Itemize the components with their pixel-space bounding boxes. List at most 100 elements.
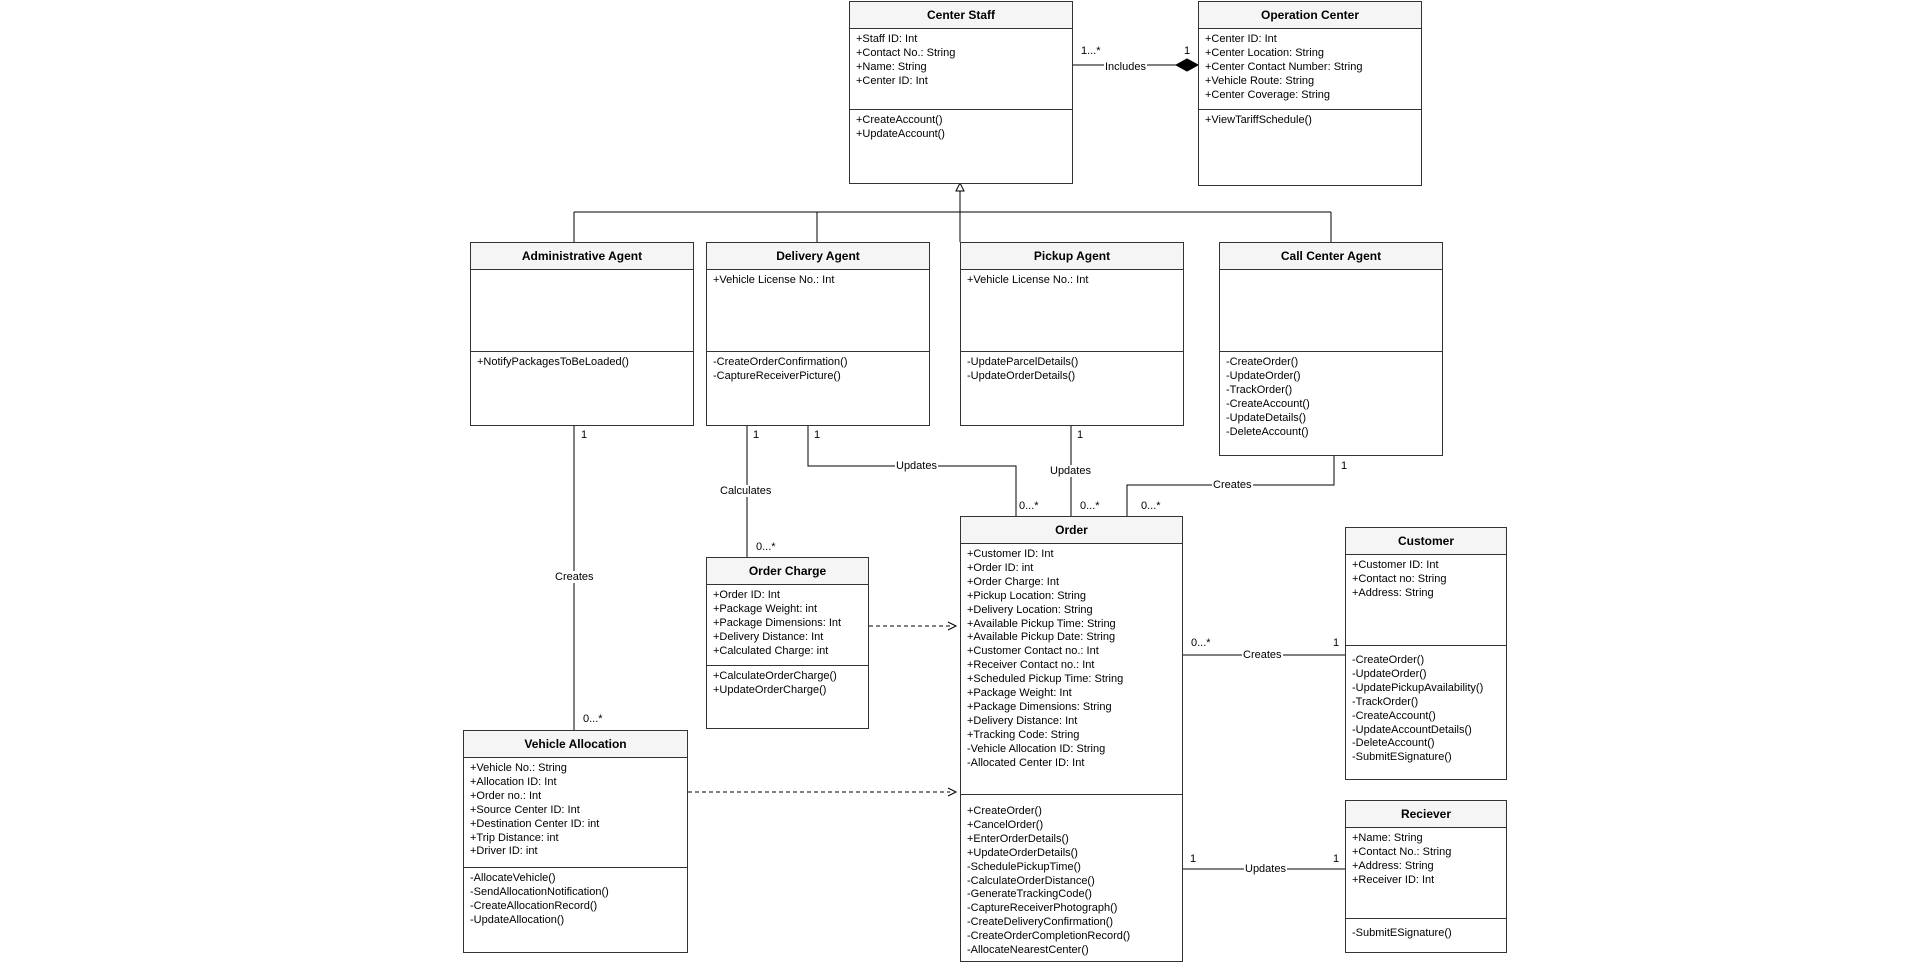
attribute: -Vehicle Allocation ID: String	[967, 742, 1106, 755]
operation: -UpdateOrderDetails()	[967, 369, 1076, 382]
class-order[interactable]: Order +Customer ID: Int +Order ID: int +…	[960, 516, 1183, 962]
operation: -UpdateOrder()	[1352, 667, 1427, 680]
operation: -UpdateAllocation()	[470, 913, 565, 926]
attribute: -Allocated Center ID: Int	[967, 756, 1085, 769]
operation: -CaptureReceiverPicture()	[713, 369, 841, 382]
association-label: Creates	[554, 571, 595, 583]
multiplicity-label: 1	[1184, 45, 1191, 57]
attribute: +Vehicle No.: String	[470, 762, 567, 774]
class-name: Vehicle Allocation	[464, 731, 687, 758]
operation: +CancelOrder()	[967, 818, 1044, 831]
multiplicity-label: 0...*	[1019, 500, 1039, 512]
attributes-compartment: +Center ID: Int +Center Location: String…	[1199, 29, 1421, 109]
operation: +CreateAccount()	[856, 114, 943, 126]
operations-compartment: -UpdateParcelDetails() -UpdateOrderDetai…	[961, 351, 1183, 384]
attributes-compartment: +Vehicle License No.: Int	[961, 270, 1183, 351]
multiplicity-label: 1	[1190, 853, 1197, 865]
operation: -TrackOrder()	[1226, 383, 1293, 396]
class-delivery-agent[interactable]: Delivery Agent +Vehicle License No.: Int…	[706, 242, 930, 426]
attribute: +Center Coverage: String	[1205, 88, 1331, 101]
attributes-compartment	[1220, 270, 1442, 351]
class-center-staff[interactable]: Center Staff +Staff ID: Int +Contact No.…	[849, 1, 1073, 184]
class-pickup-agent[interactable]: Pickup Agent +Vehicle License No.: Int -…	[960, 242, 1184, 426]
class-call-center-agent[interactable]: Call Center Agent -CreateOrder() -Update…	[1219, 242, 1443, 456]
attribute: +Delivery Distance: Int	[713, 630, 824, 643]
attribute: +Contact no: String	[1352, 572, 1447, 585]
operation: +UpdateOrderCharge()	[713, 683, 827, 696]
operation: -CreateOrderConfirmation()	[713, 356, 848, 368]
operation: -AllocateVehicle()	[470, 872, 556, 884]
attribute: +Center ID: Int	[1205, 33, 1277, 45]
association-label: Creates	[1212, 479, 1253, 491]
attribute: +Order ID: Int	[713, 589, 780, 601]
attribute: +Package Dimensions: String	[967, 700, 1112, 713]
multiplicity-label: 1	[581, 429, 588, 441]
attribute: +Receiver Contact no.: Int	[967, 659, 1095, 672]
attribute: +Package Dimensions: Int	[713, 616, 842, 629]
class-operation-center[interactable]: Operation Center +Center ID: Int +Center…	[1198, 1, 1422, 186]
association-label: Updates	[1244, 863, 1287, 875]
multiplicity-label: 0...*	[1080, 500, 1100, 512]
attribute: +Contact No.: String	[856, 46, 956, 59]
association-label: Creates	[1242, 649, 1283, 661]
association-label: Calculates	[719, 485, 773, 497]
multiplicity-label: 1	[814, 429, 821, 441]
attribute: +Pickup Location: String	[967, 589, 1086, 602]
multiplicity-label: 0...*	[583, 713, 603, 725]
attribute: +Calculated Charge: int	[713, 644, 829, 657]
operation: -UpdateDetails()	[1226, 411, 1307, 424]
attribute: +Delivery Location: String	[967, 603, 1093, 616]
multiplicity-label: 1	[1333, 853, 1340, 865]
operation: -DeleteAccount()	[1352, 737, 1435, 750]
attribute: +Address: String	[1352, 859, 1434, 872]
class-name: Call Center Agent	[1220, 243, 1442, 270]
operations-compartment: +NotifyPackagesToBeLoaded()	[471, 351, 693, 370]
class-name: Delivery Agent	[707, 243, 929, 270]
attribute: +Vehicle License No.: Int	[713, 274, 835, 286]
attribute: +Delivery Distance: Int	[967, 714, 1078, 727]
operation: -AllocateNearestCenter()	[967, 944, 1089, 957]
operation: +NotifyPackagesToBeLoaded()	[477, 356, 629, 368]
attribute: +Center ID: Int	[856, 74, 928, 87]
class-reciever[interactable]: Reciever +Name: String +Contact No.: Str…	[1345, 800, 1507, 953]
multiplicity-label: 1	[1333, 637, 1340, 649]
attribute: +Driver ID: int	[470, 845, 538, 858]
class-customer[interactable]: Customer +Customer ID: Int +Contact no: …	[1345, 527, 1507, 780]
operation: -SubmitESignature()	[1352, 927, 1452, 939]
attributes-compartment: +Name: String +Contact No.: String +Addr…	[1346, 828, 1506, 918]
class-order-charge[interactable]: Order Charge +Order ID: Int +Package Wei…	[706, 557, 869, 729]
operation: -UpdatePickupAvailability()	[1352, 681, 1484, 694]
attribute: +Order no.: Int	[470, 789, 542, 802]
attribute: +Scheduled Pickup Time: String	[967, 673, 1124, 686]
association-label: Updates	[1049, 465, 1092, 477]
attribute: +Vehicle Route: String	[1205, 74, 1315, 87]
multiplicity-label: 1	[753, 429, 760, 441]
operation: -CreateAccount()	[1226, 397, 1310, 410]
operation: -UpdateAccountDetails()	[1352, 723, 1472, 736]
generalization-arrowhead	[955, 181, 965, 192]
operations-compartment: +CalculateOrderCharge() +UpdateOrderChar…	[707, 665, 868, 698]
ordercharge-dependency-arrow	[947, 621, 958, 631]
attribute: +Source Center ID: Int	[470, 803, 580, 816]
operation: -CreateAccount()	[1352, 709, 1436, 722]
operation: -SendAllocationNotification()	[470, 885, 609, 898]
multiplicity-label: 1	[1341, 460, 1348, 472]
association-label: Includes	[1104, 61, 1147, 73]
operation: -TrackOrder()	[1352, 695, 1419, 708]
attributes-compartment: +Order ID: Int +Package Weight: int +Pac…	[707, 585, 868, 665]
attributes-compartment: +Staff ID: Int +Contact No.: String +Nam…	[850, 29, 1072, 109]
operation: +ViewTariffSchedule()	[1205, 114, 1312, 126]
attribute: +Customer Contact no.: Int	[967, 645, 1099, 658]
class-administrative-agent[interactable]: Administrative Agent +NotifyPackagesToBe…	[470, 242, 694, 426]
attributes-compartment: +Customer ID: Int +Contact no: String +A…	[1346, 555, 1506, 645]
class-vehicle-allocation[interactable]: Vehicle Allocation +Vehicle No.: String …	[463, 730, 688, 953]
attribute: +Tracking Code: String	[967, 728, 1080, 741]
attributes-compartment: +Vehicle No.: String +Allocation ID: Int…	[464, 758, 687, 867]
vehicleallocation-dependency-arrow	[947, 787, 958, 797]
class-name: Pickup Agent	[961, 243, 1183, 270]
multiplicity-label: 0...*	[1191, 637, 1211, 649]
operation: -CreateAllocationRecord()	[470, 899, 598, 912]
class-name: Reciever	[1346, 801, 1506, 828]
attribute: +Order Charge: Int	[967, 575, 1060, 588]
operation: -UpdateParcelDetails()	[967, 356, 1079, 368]
